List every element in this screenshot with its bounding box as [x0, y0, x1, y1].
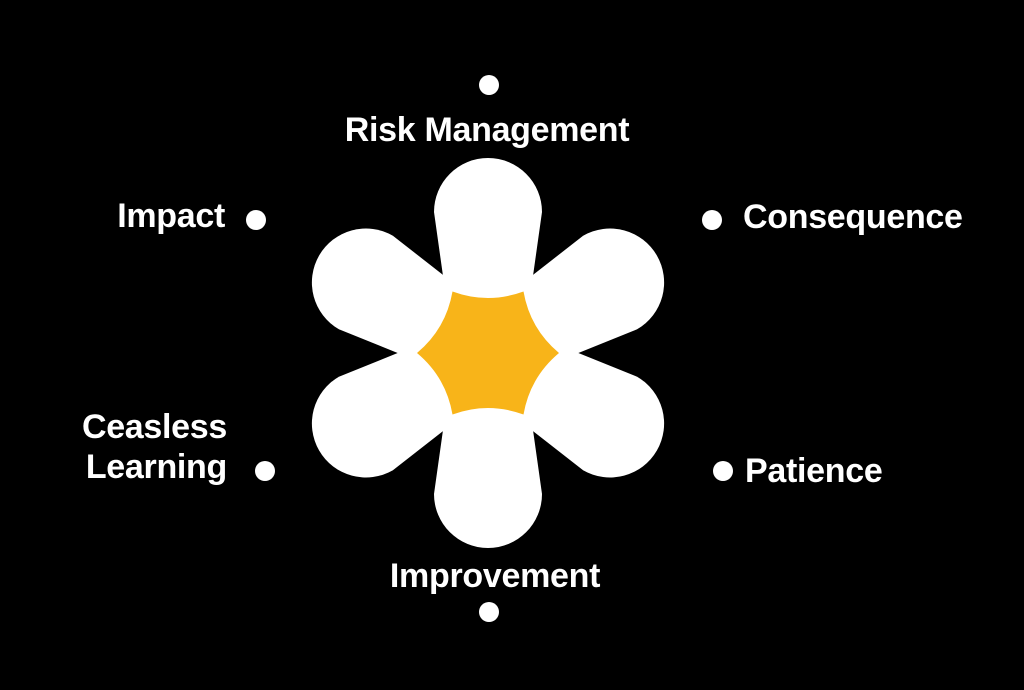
label-impact: Impact [117, 197, 225, 235]
bullet-dot-risk-management [479, 75, 499, 95]
label-risk-management: Risk Management [344, 111, 630, 149]
petal [311, 228, 450, 357]
petal [311, 349, 450, 478]
bullet-dot-impact [246, 210, 266, 230]
petal [526, 228, 665, 357]
petal [434, 411, 542, 548]
bullet-dot-patience [713, 461, 733, 481]
bullet-dot-ceasless-learning [255, 461, 275, 481]
label-patience: Patience [745, 452, 883, 490]
bullet-dot-improvement [479, 602, 499, 622]
label-improvement: Improvement [389, 557, 601, 595]
flower-center [417, 291, 559, 415]
petal [434, 158, 542, 295]
petal [526, 349, 665, 478]
label-consequence: Consequence [743, 198, 963, 236]
label-ceasless-learning: Ceasless Learning [81, 408, 227, 486]
flower-petals [311, 158, 665, 548]
bullet-dot-consequence [702, 210, 722, 230]
